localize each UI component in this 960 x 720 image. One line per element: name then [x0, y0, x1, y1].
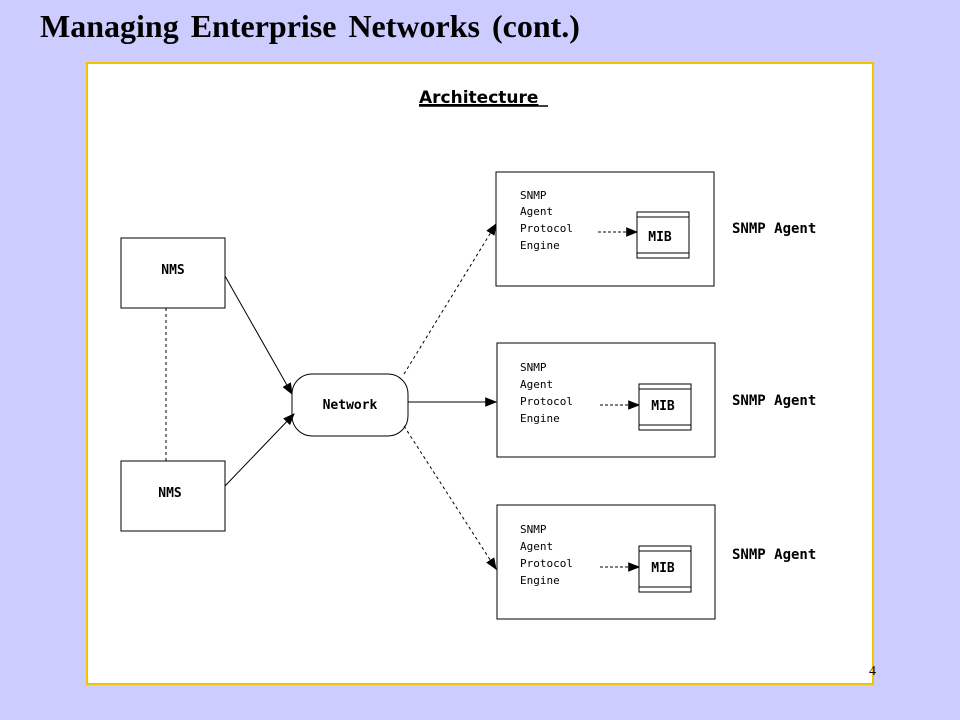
page-number: 4	[869, 664, 876, 679]
engine-line: Engine	[520, 412, 560, 425]
diagram-heading: Architecture	[419, 88, 538, 108]
engine-line: SNMP	[520, 523, 547, 536]
engine-line: Protocol	[520, 557, 573, 570]
network-node	[291, 373, 409, 437]
agent-group-1: SNMP Agent Protocol Engine MIB SNMP Agen…	[495, 171, 816, 287]
arrow-nms-top-to-network	[224, 275, 293, 396]
engine-line: SNMP	[520, 361, 547, 374]
snmp-agent-label: SNMP Agent	[732, 221, 816, 237]
engine-line: Engine	[520, 574, 560, 587]
engine-line: Protocol	[520, 395, 573, 408]
snmp-agent-label: SNMP Agent	[732, 393, 816, 409]
arrow-nms-bottom-to-network	[224, 413, 295, 487]
mib-box	[636, 211, 690, 259]
mib-label: MIB	[651, 561, 675, 576]
architecture-diagram: Architecture NMS NMS Network SNMP Agent …	[120, 88, 816, 620]
nms-box-bottom	[120, 460, 226, 532]
mib-label: MIB	[648, 230, 672, 245]
nms-label-bottom: NMS	[158, 486, 182, 501]
slide-title: Managing Enterprise Networks (cont.)	[40, 8, 580, 44]
engine-line: Agent	[520, 540, 553, 553]
agent-group-3: SNMP Agent Protocol Engine MIB SNMP Agen…	[496, 504, 816, 620]
arrow-network-to-agent-1	[403, 222, 497, 375]
engine-line: Engine	[520, 239, 560, 252]
engine-line: Agent	[520, 205, 553, 218]
mib-box	[638, 545, 692, 593]
engine-line: Agent	[520, 378, 553, 391]
engine-line: SNMP	[520, 189, 547, 202]
mib-box	[638, 383, 692, 431]
agent-group-2: SNMP Agent Protocol Engine MIB SNMP Agen…	[496, 342, 816, 458]
snmp-agent-label: SNMP Agent	[732, 547, 816, 563]
nms-box-top	[120, 237, 226, 309]
arrow-network-to-agent-3	[403, 425, 497, 571]
mib-label: MIB	[651, 399, 675, 414]
network-label: Network	[323, 398, 378, 413]
nms-label-top: NMS	[161, 263, 185, 278]
engine-line: Protocol	[520, 222, 573, 235]
diagram-frame: Architecture NMS NMS Network SNMP Agent …	[86, 62, 874, 685]
